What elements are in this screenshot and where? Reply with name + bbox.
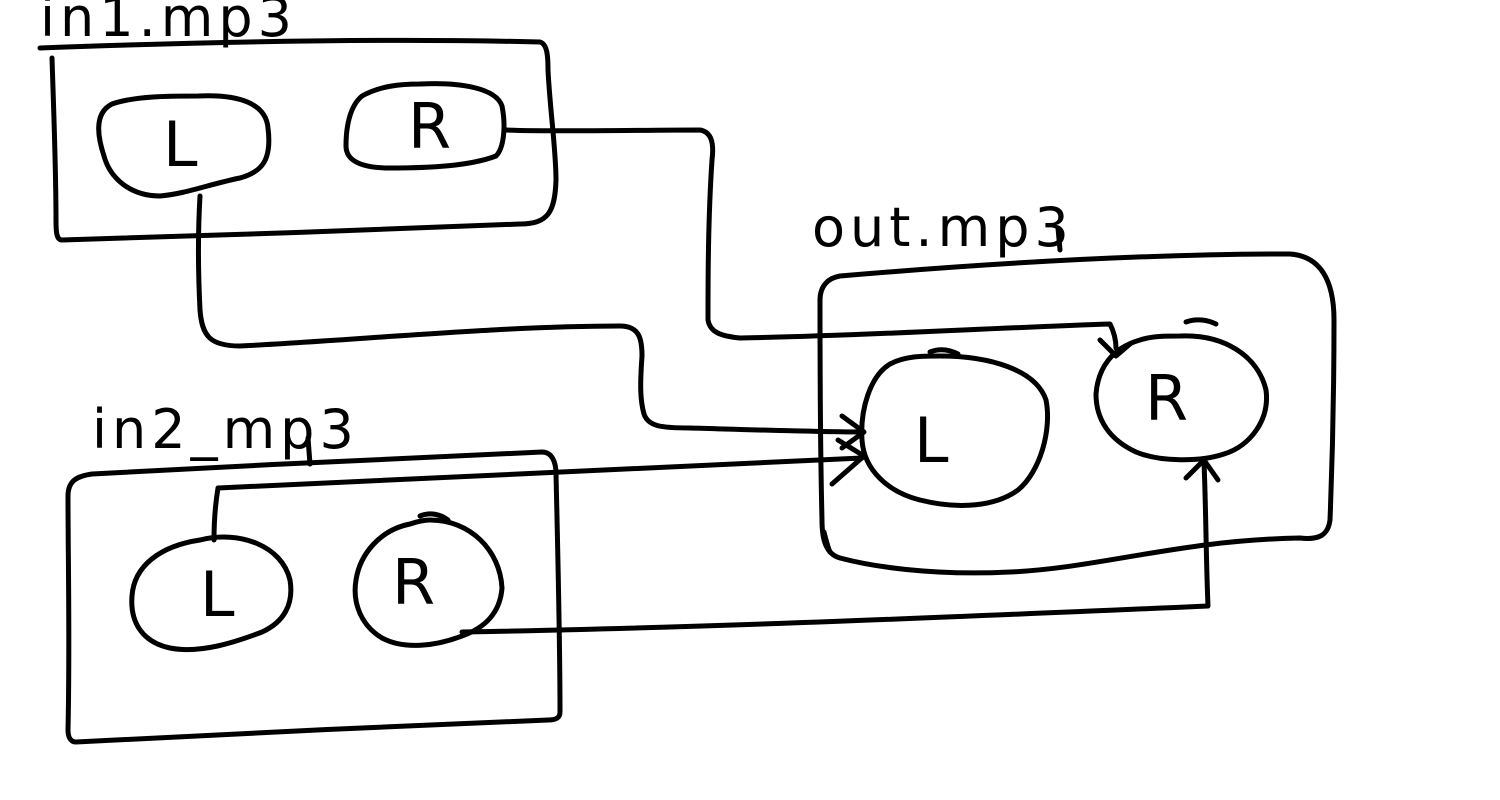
channel-label-in2-right: R xyxy=(392,546,435,619)
channel-out-left: L xyxy=(859,347,1051,508)
file-label-out: out.mp3 xyxy=(812,196,1074,259)
channel-label-out-left: L xyxy=(914,404,949,477)
channel-in2-right: R xyxy=(352,511,505,648)
file-box-in1 xyxy=(37,37,559,243)
file-out: out.mp3 L R xyxy=(812,196,1337,576)
connection-line xyxy=(503,127,1119,351)
file-label-tick-in2 xyxy=(305,435,313,467)
channel-label-in2-left: L xyxy=(200,558,235,631)
file-label-tick-out xyxy=(1055,225,1063,253)
file-label-in2: in2_mp3 xyxy=(92,398,359,461)
channel-node-in2-right xyxy=(352,517,505,648)
channel-node-out-left-flourish xyxy=(927,347,961,357)
channel-label-in1-right: R xyxy=(408,90,451,163)
connection-in1-right-to-out-right xyxy=(503,127,1133,359)
channel-node-in1-left xyxy=(96,93,272,199)
channel-label-out-right: R xyxy=(1145,362,1188,435)
connection-in1-left-to-out-left xyxy=(196,193,867,451)
connection-line xyxy=(211,455,865,543)
channel-in1-left: L xyxy=(96,93,272,199)
connection-line xyxy=(196,193,865,435)
channel-node-in1-right xyxy=(343,81,507,171)
channel-node-in2-left xyxy=(129,534,294,653)
connection-in2-right-to-out-right xyxy=(459,457,1221,635)
arrowhead xyxy=(829,437,867,487)
connection-in2-left-to-out-left xyxy=(211,437,867,543)
file-in1: in1.mp3 L R xyxy=(37,0,559,243)
file-box-out xyxy=(817,251,1337,576)
file-in2: in2_mp3 L R xyxy=(65,398,563,745)
file-box-in2 xyxy=(65,449,563,745)
channel-node-out-right xyxy=(1093,333,1269,463)
connection-line xyxy=(459,459,1211,635)
channel-label-in1-left: L xyxy=(163,108,198,181)
channel-out-right: R xyxy=(1093,317,1269,463)
channel-in2-left: L xyxy=(129,534,294,653)
arrowhead xyxy=(1097,337,1133,359)
channel-node-out-left xyxy=(859,353,1051,508)
channel-node-in2-right-flourish xyxy=(417,511,451,523)
arrowhead xyxy=(1183,457,1221,483)
file-box-out-mark xyxy=(821,529,833,555)
channel-node-out-right-flourish xyxy=(1183,317,1219,327)
arrowhead xyxy=(839,413,867,451)
channel-in1-right: R xyxy=(343,81,507,171)
